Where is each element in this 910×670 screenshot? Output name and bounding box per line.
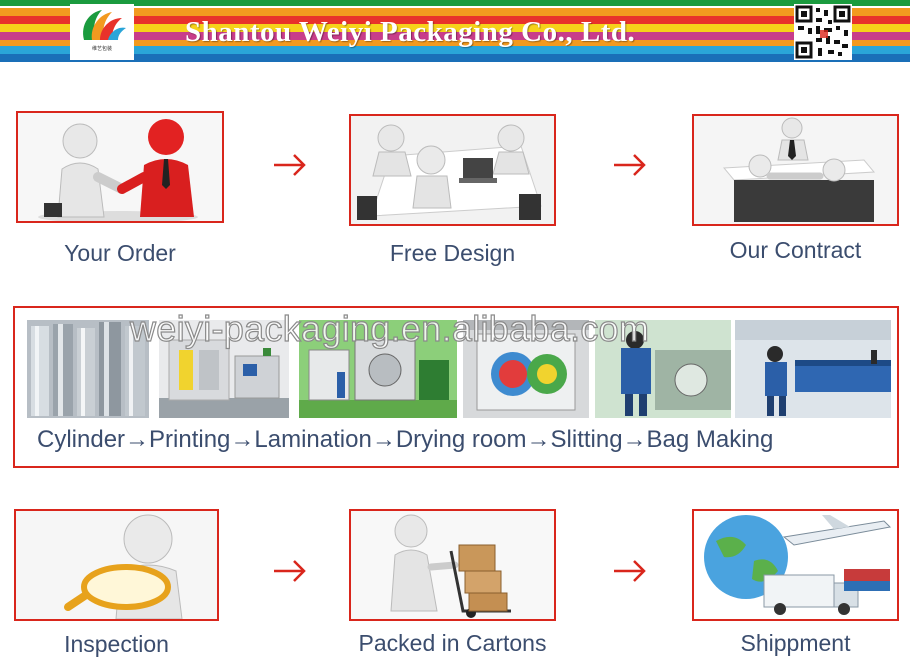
step-label-our-contract: Our Contract <box>729 237 862 263</box>
company-name: Shantou Weiyi Packaging Co., Ltd. <box>185 16 636 48</box>
slitting-photo <box>595 320 731 418</box>
handshake-illustration <box>18 113 222 221</box>
bag-making-photo <box>735 320 891 418</box>
contract-illustration <box>694 116 897 224</box>
watermark-text: weiyi-packaging.en.alibaba.com <box>129 307 650 349</box>
step-label-inspection: Inspection <box>64 631 169 657</box>
step-label-free-design: Free Design <box>389 240 516 266</box>
globe-plane-truck-illustration <box>694 511 897 619</box>
arrow-right-icon <box>274 560 306 582</box>
step-card-inspection <box>14 509 219 621</box>
arrow-right-icon <box>614 154 646 176</box>
step-card-our-contract <box>692 114 899 226</box>
production-process-panel: weiyi-packaging.en.alibaba.com Cylinder→… <box>13 306 899 468</box>
step-card-your-order <box>16 111 224 223</box>
printing-machine-photo <box>159 320 289 418</box>
arrow-right-icon <box>274 154 306 176</box>
step-label-shippment: Shippment <box>740 630 851 656</box>
company-logo: 维艺包装 <box>70 4 134 60</box>
drying-room-photo <box>463 320 589 418</box>
header-banner: 维艺包装 Shantou Weiyi Packaging Co., Ltd. <box>0 0 910 62</box>
carton-cart-illustration <box>351 511 554 619</box>
cylinders-photo <box>27 320 149 418</box>
magnifier-illustration <box>16 511 217 619</box>
lamination-photo <box>299 320 457 418</box>
step-card-shippment <box>692 509 899 621</box>
logo-caption: 维艺包装 <box>91 46 112 52</box>
qr-code <box>794 4 852 60</box>
meeting-illustration <box>351 116 554 224</box>
process-caption: Cylinder→Printing→Lamination→Drying room… <box>37 426 774 453</box>
step-card-packed-in-cartons <box>349 509 556 621</box>
step-label-packed-in-cartons: Packed in Cartons <box>358 630 547 656</box>
step-card-free-design <box>349 114 556 226</box>
step-label-your-order: Your Order <box>64 240 176 266</box>
arrow-right-icon <box>614 560 646 582</box>
